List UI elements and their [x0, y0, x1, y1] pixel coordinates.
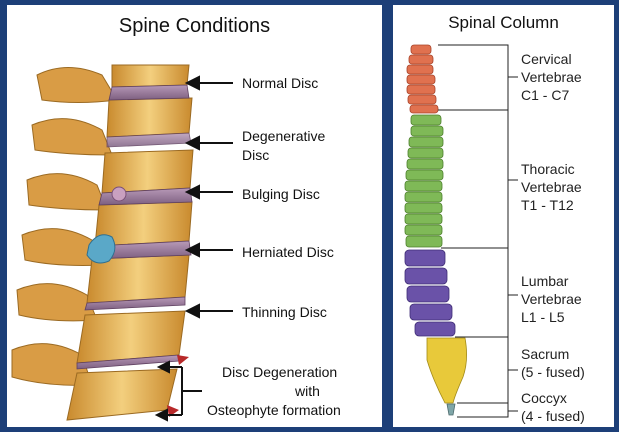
label-cervical-3: C1 - C7	[521, 87, 569, 104]
label-cervical-2: Vertebrae	[521, 69, 582, 86]
label-herniated-disc: Herniated Disc	[242, 244, 334, 261]
osteophyte-mark-1	[177, 355, 189, 365]
lumbar-vertebrae	[405, 250, 455, 336]
coccyx-shape	[447, 404, 455, 415]
label-thoracic-1: Thoracic	[521, 161, 575, 178]
label-thinning-disc: Thinning Disc	[242, 304, 327, 321]
label-thoracic-2: Vertebrae	[521, 179, 582, 196]
label-bulging-disc: Bulging Disc	[242, 186, 320, 203]
spinal-column-panel: Spinal Column	[393, 5, 614, 427]
thoracic-vertebrae	[405, 115, 443, 247]
label-sacrum-2: (5 - fused)	[521, 364, 585, 381]
spine-conditions-panel: Spine Conditions	[7, 5, 382, 427]
sacrum-shape	[427, 338, 467, 403]
label-osteophyte-line3: Osteophyte formation	[207, 402, 341, 419]
label-sacrum-1: Sacrum	[521, 346, 569, 363]
label-lumbar-3: L1 - L5	[521, 309, 565, 326]
cervical-vertebrae	[407, 45, 438, 113]
label-cervical-1: Cervical	[521, 51, 572, 68]
label-osteophyte-line2: with	[295, 383, 320, 400]
bulging-disc-mark	[112, 187, 126, 201]
label-osteophyte-line1: Disc Degeneration	[222, 364, 337, 381]
label-lumbar-2: Vertebrae	[521, 291, 582, 308]
label-normal-disc: Normal Disc	[242, 75, 318, 92]
label-coccyx-2: (4 - fused)	[521, 408, 585, 425]
label-lumbar-1: Lumbar	[521, 273, 568, 290]
label-degenerative-disc-line1: Degenerative	[242, 128, 325, 145]
label-coccyx-1: Coccyx	[521, 390, 567, 407]
label-thoracic-3: T1 - T12	[521, 197, 574, 214]
label-degenerative-disc-line2: Disc	[242, 147, 269, 164]
